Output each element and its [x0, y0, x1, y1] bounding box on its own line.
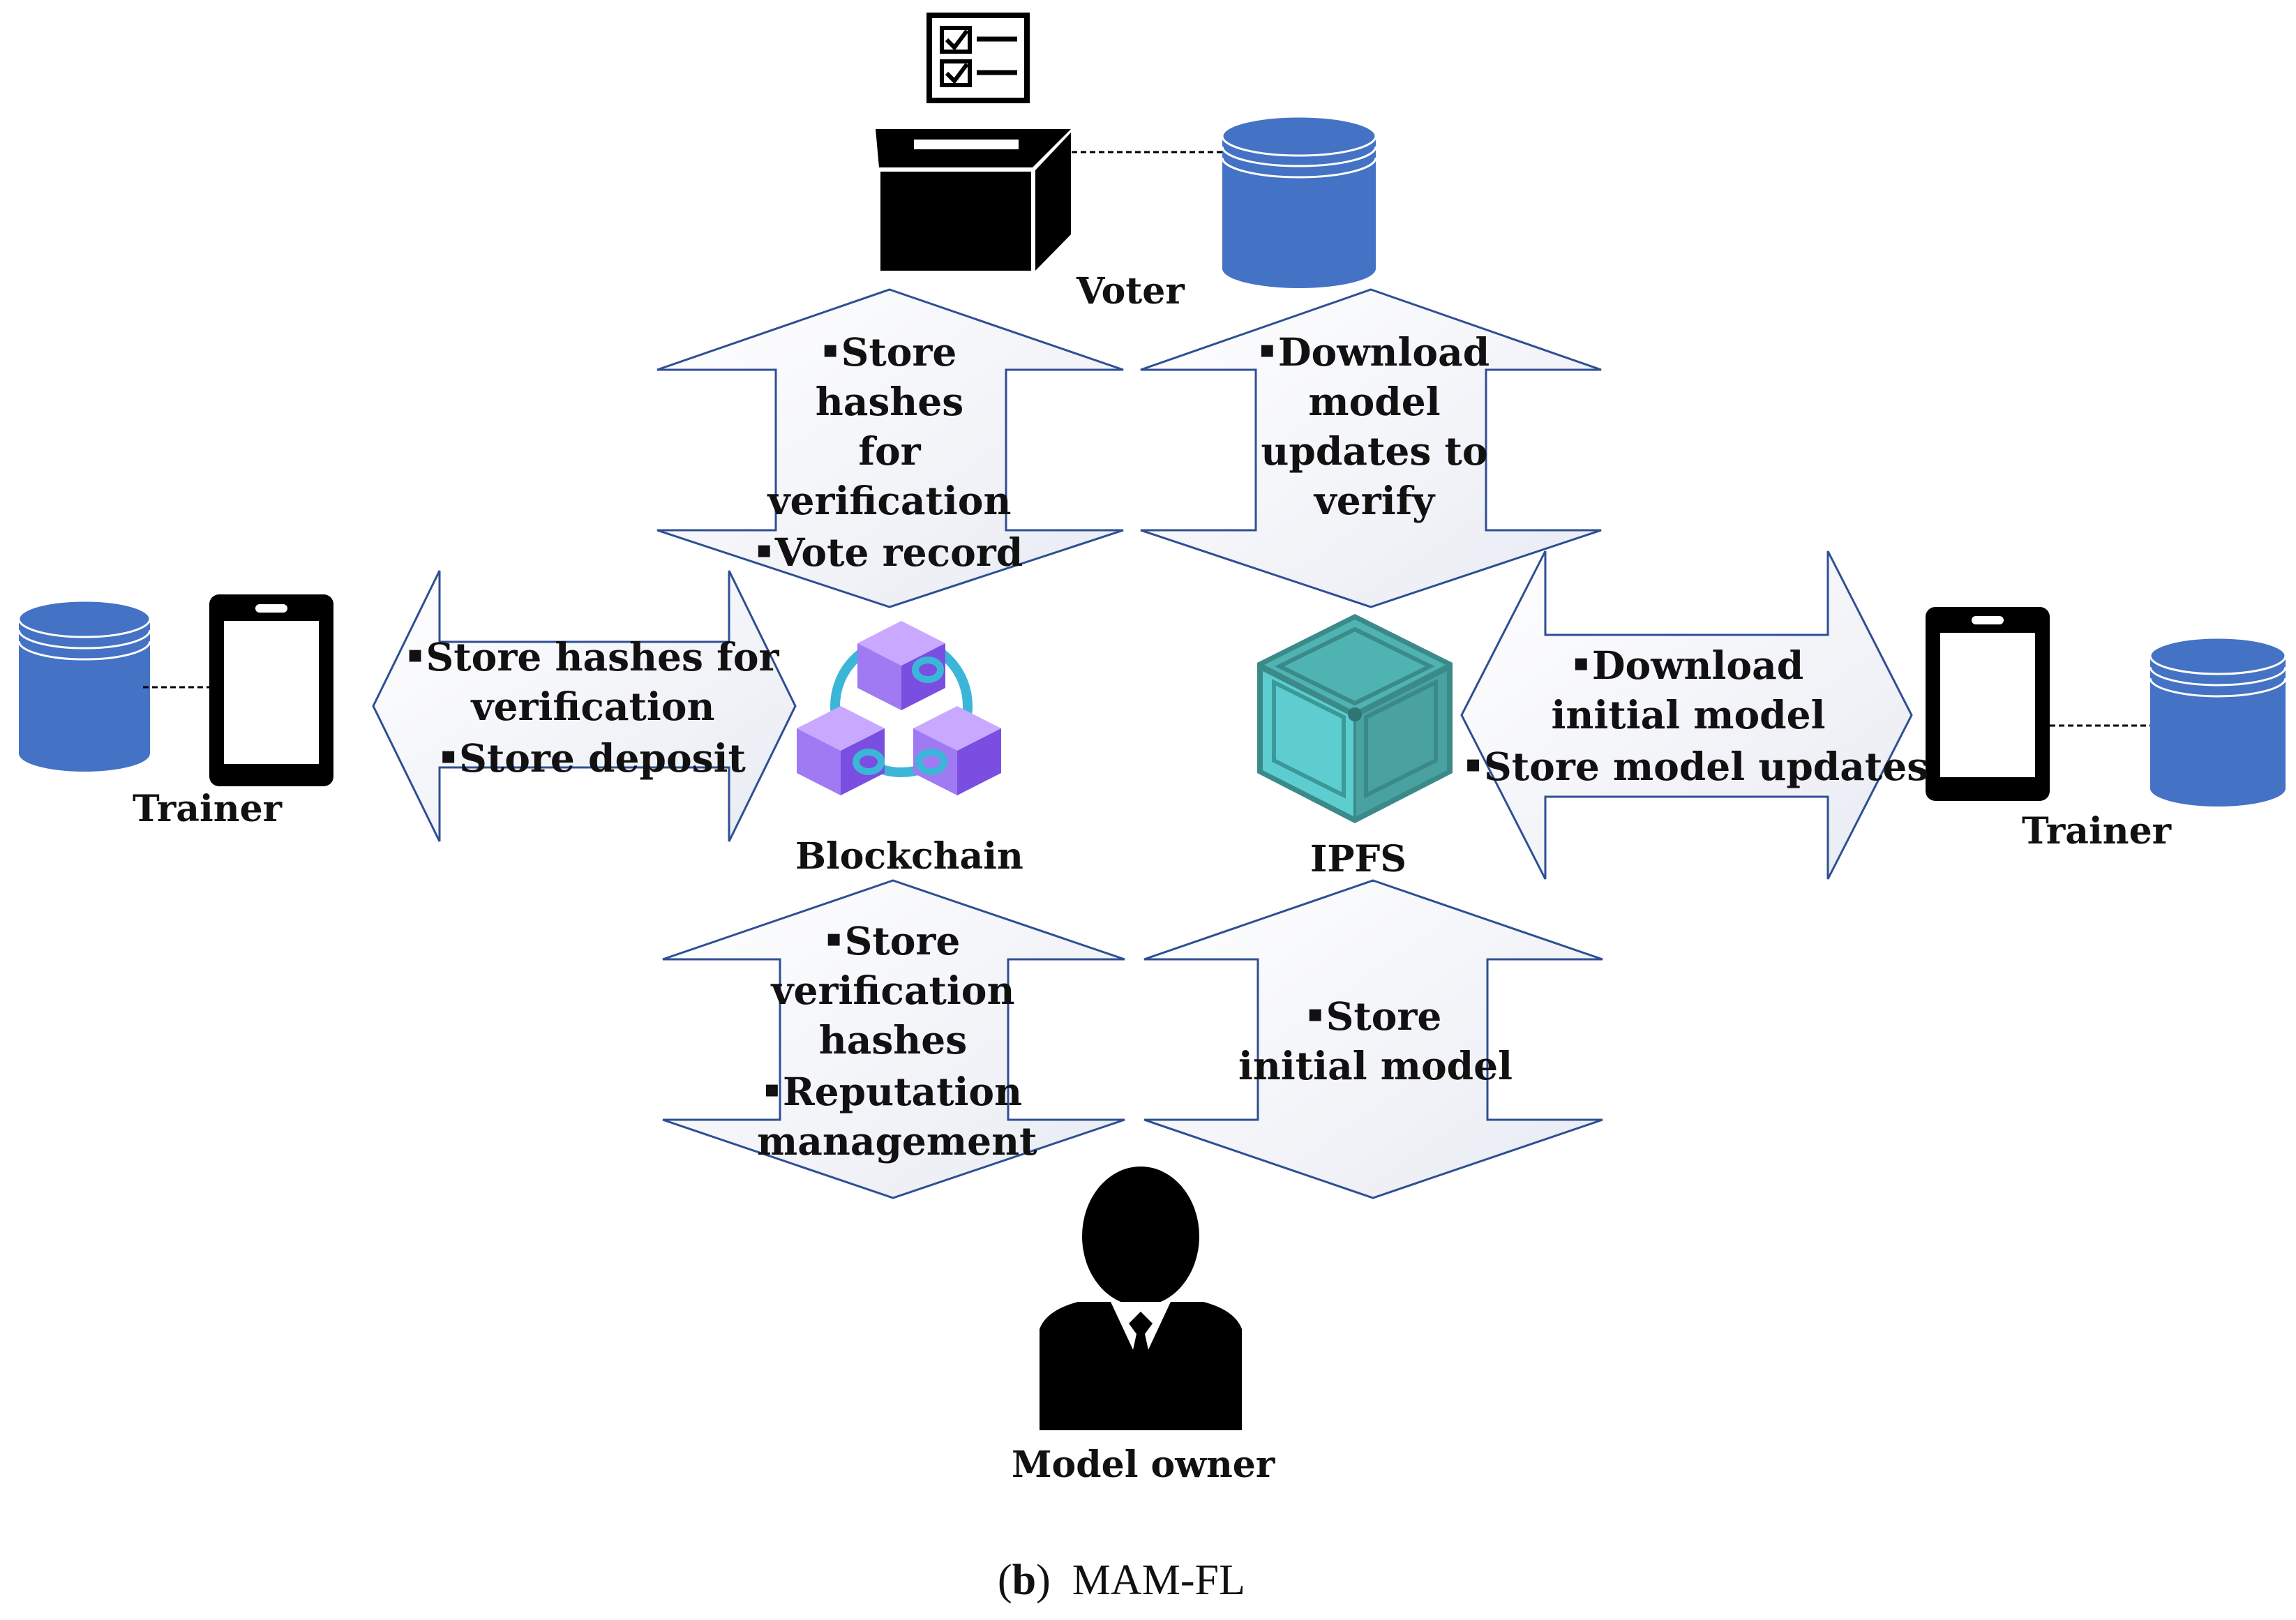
smartphone-icon [209, 594, 333, 786]
trainer-left-label: Trainer [133, 788, 283, 830]
arrow-label-voter-blockchain: ▪Store hashes for verification ▪Vote rec… [756, 329, 1023, 575]
arrow-owner-ipfs [1143, 879, 1603, 1199]
arrow-label-trainer-blockchain: ▪Store hashes for verification ▪Store de… [407, 633, 779, 781]
database-icon [17, 599, 151, 772]
voter-label: Voter [1076, 270, 1185, 313]
model-owner-label: Model owner [1012, 1443, 1275, 1486]
arrow-label-voter-ipfs: ▪Download model updates to verify [1259, 329, 1490, 523]
arrow-trainer-ipfs [1460, 550, 1913, 880]
ipfs-label: IPFS [1310, 838, 1406, 880]
ballot-box-icon [876, 129, 1071, 271]
smartphone-icon [1926, 607, 2050, 801]
person-icon [1040, 1167, 1242, 1430]
ipfs-cube-icon [1257, 614, 1453, 823]
arrow-label-owner-blockchain: ▪Store verification hashes ▪Reputation m… [757, 917, 1037, 1164]
blockchain-icon [797, 621, 1001, 795]
blockchain-label: Blockchain [795, 835, 1023, 878]
arrow-label-owner-ipfs: ▪Store initial model [1238, 993, 1513, 1088]
arrow-trainer-blockchain [372, 570, 797, 842]
arrow-voter-ipfs [1140, 288, 1602, 608]
arrow-owner-blockchain [662, 879, 1125, 1199]
arrow-voter-blockchain [656, 288, 1124, 608]
database-icon [1221, 115, 1377, 288]
ballot-checklist-icon [926, 13, 1030, 103]
arrow-label-trainer-ipfs: ▪Download initial model ▪Store model upd… [1465, 642, 1929, 789]
database-icon [2149, 636, 2287, 807]
trainer-right-label: Trainer [2022, 810, 2172, 853]
figure-caption: (b) MAM-FL [998, 1557, 1245, 1604]
